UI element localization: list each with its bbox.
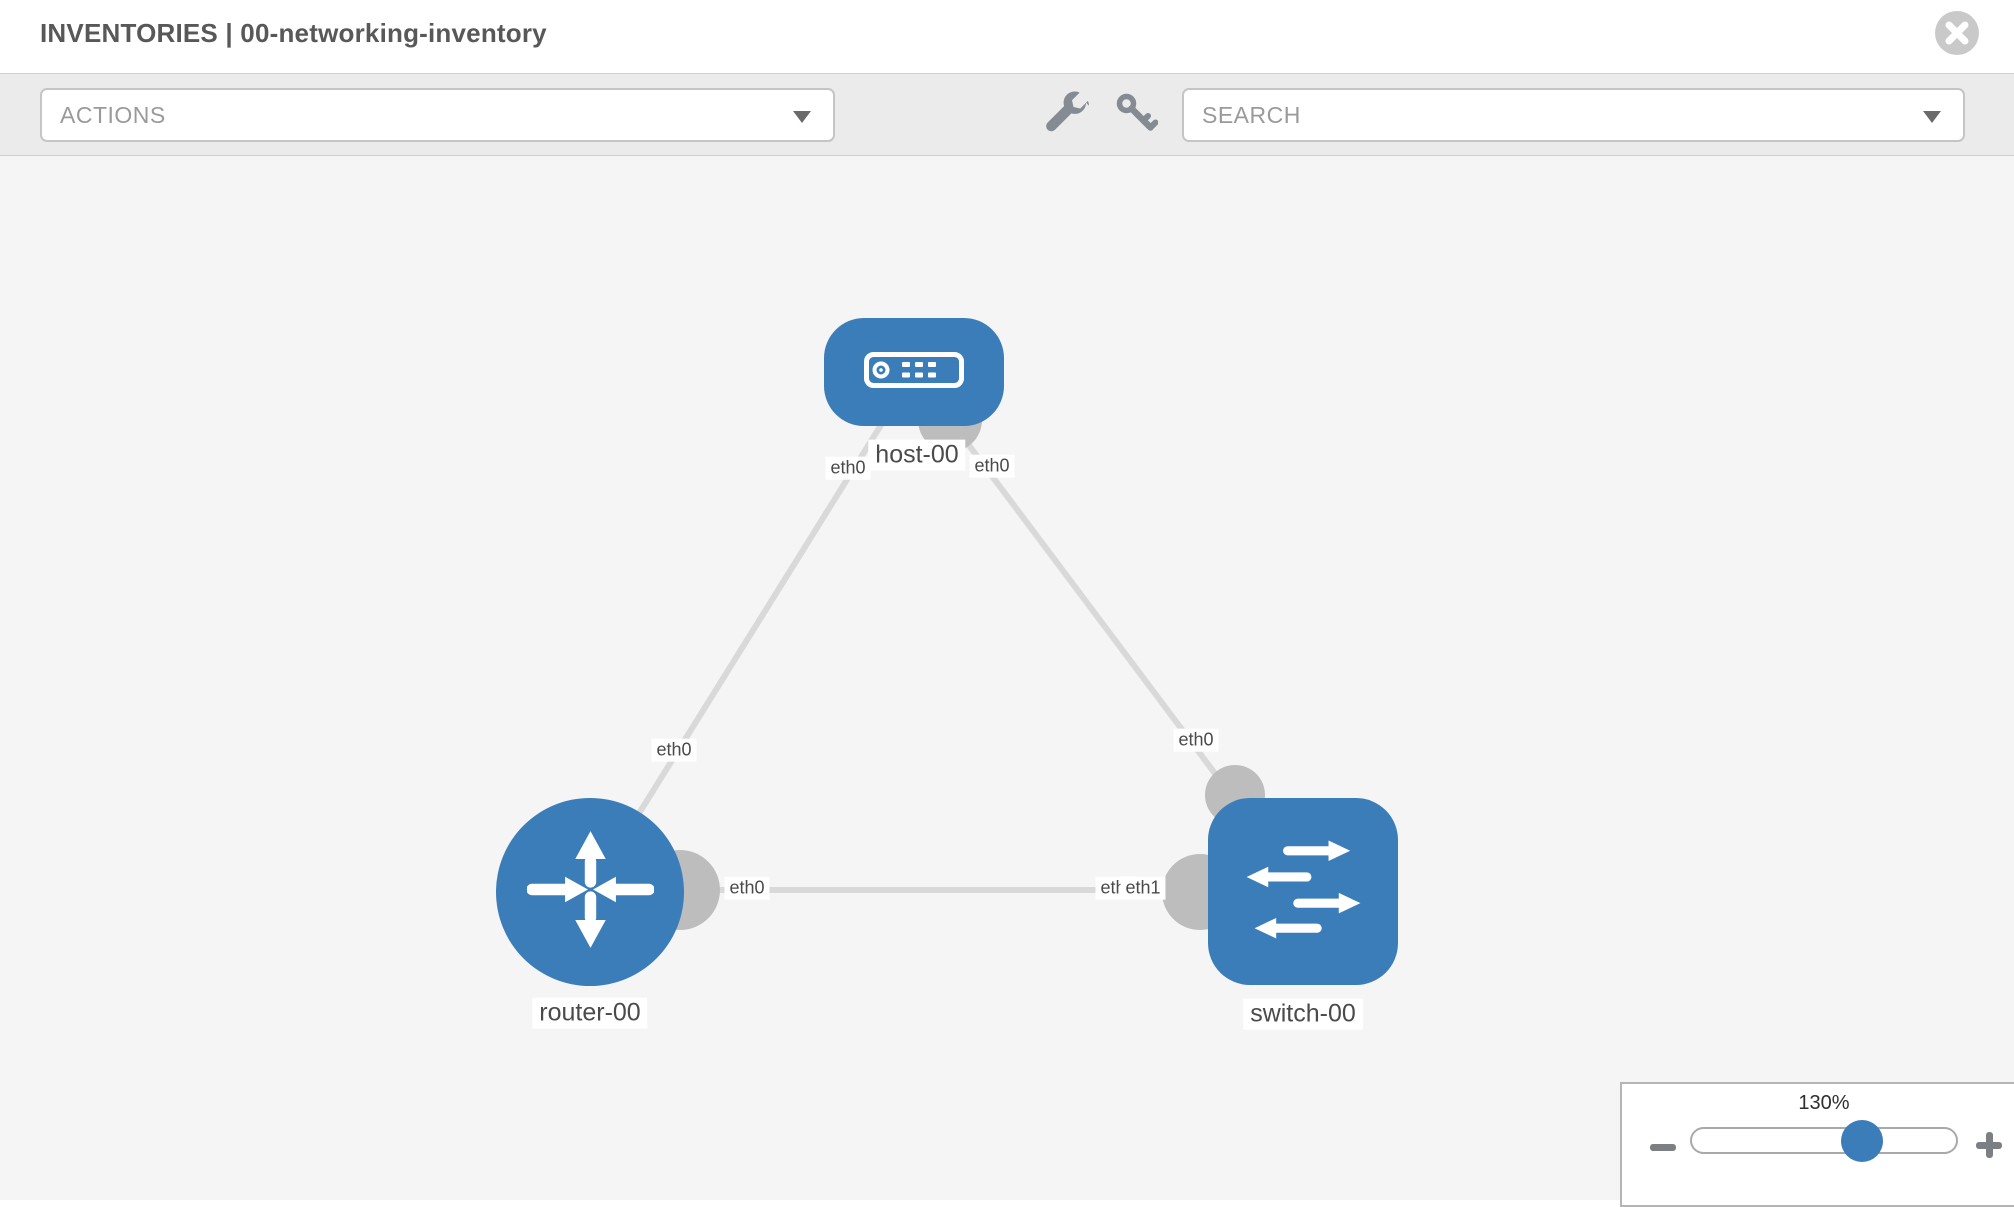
node-host-00[interactable] <box>824 318 1004 426</box>
minus-icon <box>1650 1144 1676 1151</box>
actions-dropdown-label: ACTIONS <box>60 101 166 128</box>
wrench-icon <box>1043 91 1089 139</box>
zoom-level-value: 130% <box>1798 1092 1850 1114</box>
host-server-icon <box>864 351 964 394</box>
topology-links-layer <box>587 370 1306 930</box>
actions-dropdown[interactable]: ACTIONS <box>40 88 835 142</box>
interface-label-router-eth0-up: eth0 <box>651 738 697 762</box>
search-dropdown[interactable]: SEARCH <box>1182 88 1965 142</box>
zoom-in-button[interactable] <box>1974 1130 2004 1160</box>
zoom-slider-track[interactable] <box>1690 1127 1958 1154</box>
header: INVENTORIES | 00-networking-inventory <box>0 0 2014 73</box>
node-label-switch: switch-00 <box>1243 998 1363 1030</box>
close-icon <box>1935 21 1979 59</box>
node-label-router: router-00 <box>532 997 648 1029</box>
interface-label-switch-eth0-up: eth0 <box>1173 728 1219 752</box>
plus-icon <box>1985 1132 1993 1158</box>
node-label-host: host-00 <box>868 439 966 471</box>
key-icon <box>1114 91 1159 140</box>
close-button[interactable] <box>1935 11 1979 55</box>
chevron-down-icon <box>1923 111 1941 123</box>
chevron-down-icon <box>793 111 811 123</box>
interface-label-router-eth0-mid: eth0 <box>724 876 770 900</box>
node-switch-00[interactable] <box>1208 798 1398 985</box>
interface-label-host-eth0-right: eth0 <box>969 454 1015 478</box>
switch-arrows-icon <box>1246 836 1361 948</box>
zoom-out-button[interactable] <box>1648 1136 1678 1158</box>
interface-label-host-eth0-left: eth0 <box>825 456 871 480</box>
search-dropdown-label: SEARCH <box>1202 101 1301 128</box>
page-title: INVENTORIES | 00-networking-inventory <box>40 18 547 48</box>
zoom-slider-thumb[interactable] <box>1841 1120 1883 1162</box>
toolbar: ACTIONS SEARCH <box>0 73 2014 156</box>
zoom-panel: 130% <box>1620 1082 2014 1207</box>
router-arrows-icon <box>525 826 655 958</box>
topology-canvas[interactable]: eth0 eth0 eth0 eth0 eth0 eth0 eth1 host-… <box>0 156 2014 1207</box>
node-router-00[interactable] <box>496 798 684 986</box>
interface-label-switch-eth1: eth1 <box>1120 876 1166 900</box>
key-button[interactable] <box>1113 92 1159 138</box>
wrench-button[interactable] <box>1043 91 1089 139</box>
